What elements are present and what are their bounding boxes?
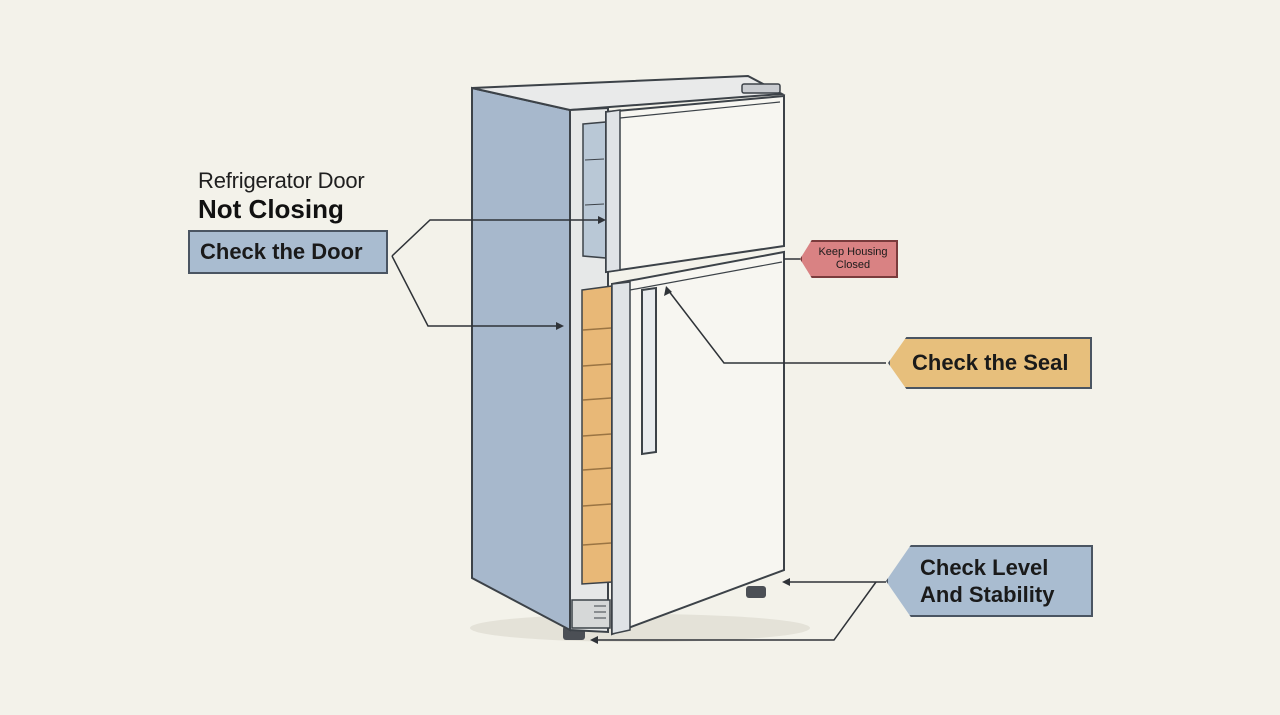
arrowheads xyxy=(556,216,790,644)
fridge-door-edge xyxy=(611,281,631,635)
bottom-grille xyxy=(571,599,611,629)
callout-housing-label: Keep Housing Closed xyxy=(818,246,888,271)
callout-keep-housing-closed: Keep Housing Closed xyxy=(800,240,898,278)
freezer-door xyxy=(605,94,785,274)
fridge-top-panel xyxy=(471,74,786,112)
front-foot-right xyxy=(746,586,766,598)
top-hinge xyxy=(741,83,781,94)
callout-check-door-label: Check the Door xyxy=(200,239,363,264)
callout-check-seal: Check the Seal xyxy=(888,337,1092,389)
freezer-door-edge xyxy=(605,109,621,273)
callout-check-level: Check Level And Stability xyxy=(886,545,1093,617)
callout-check-door: Check the Door xyxy=(188,230,388,274)
freezer-interior xyxy=(582,121,607,259)
leader-lines xyxy=(391,219,886,641)
door-handle xyxy=(641,286,657,456)
fridge-door xyxy=(611,250,785,636)
diagram-title-line1: Refrigerator Door xyxy=(198,168,365,193)
diagram-title-line2: Not Closing xyxy=(198,194,344,224)
callout-check-seal-label: Check the Seal xyxy=(912,350,1069,375)
callout-level-line1: Check Level xyxy=(920,555,1049,580)
interior-shelves xyxy=(582,327,612,546)
fridge-side-panel xyxy=(471,86,571,632)
callout-level-line2: And Stability xyxy=(920,582,1055,607)
